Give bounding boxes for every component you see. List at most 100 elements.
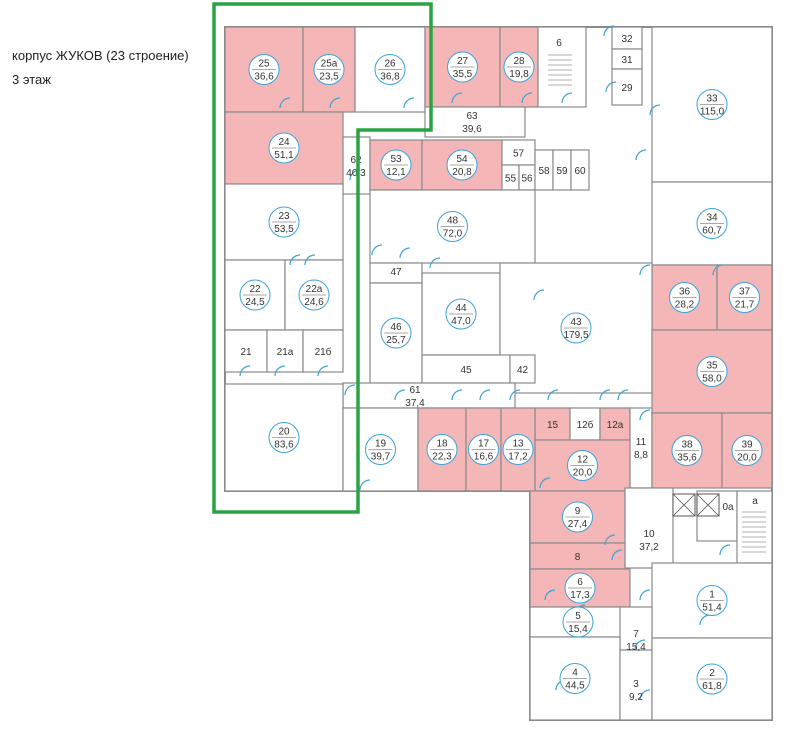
door-icon [329,97,341,109]
door-icon [599,389,611,401]
room-number: 34 [706,213,718,224]
room-label-36: 36 28,2 [669,282,700,313]
room-number: 43 [570,317,582,328]
room-label-1: 151,4 [696,585,728,616]
room-label-7: 715,4 [626,629,646,653]
room-29[interactable] [611,68,643,106]
room-area: 16,6 [474,452,494,463]
room-number: 6 [556,38,562,49]
room-area: 35,5 [453,69,473,80]
room-number: 27 [457,56,469,67]
room-number: 0а [722,502,734,513]
room-63[interactable] [424,106,526,138]
selection-layer [212,2,433,514]
room-label-34: 34 60,7 [696,208,728,239]
room-area: 20,0 [737,453,757,464]
room-18[interactable] [417,407,467,492]
room-number: 42 [517,365,529,376]
room-area: 60,7 [702,226,722,237]
door-icon [639,589,651,601]
building-title: корпус ЖУКОВ (23 строение) [12,48,189,63]
room-number: 55 [505,174,517,185]
room-label-6: 6 [556,38,562,49]
room-12[interactable] [534,439,631,492]
room-number: 21 [240,347,252,358]
room-label-32: 32 [621,34,633,45]
room-19[interactable] [342,407,419,492]
room-area: 12,1 [386,167,406,178]
room-area: 28,2 [675,300,695,311]
room-label-11: 118,8 [634,437,648,461]
room-area: 61,8 [702,681,722,692]
stairs-icon [548,54,572,86]
room-57[interactable] [501,139,536,166]
room-11[interactable] [629,407,653,489]
room-area: 37,2 [639,542,659,553]
door-icon [509,389,521,401]
room-area: 20,0 [573,468,593,479]
room-number: 19 [375,439,387,450]
room-number: 38 [681,440,693,451]
elevator-icon [672,493,696,517]
room-number: 56 [521,174,533,185]
room-label-58: 58 [538,166,550,177]
door-icon [603,25,615,37]
door-icon [547,389,559,401]
room-60[interactable] [570,149,590,191]
room-61[interactable] [342,382,516,409]
room-21[interactable] [224,329,268,373]
room-label-12b: 12б [577,419,594,431]
room-number: 44 [455,303,467,314]
room-8[interactable] [529,542,626,570]
door-icon [639,409,651,421]
door-icon [533,289,545,301]
room-7[interactable] [619,606,653,651]
room-number: 33 [706,94,718,105]
room-6[interactable] [537,26,587,108]
door-icon [403,97,415,109]
room-number: 58 [538,166,550,177]
room-number: 10 [643,529,655,540]
door-icon [561,92,573,104]
room-number: а [752,496,758,507]
door-icon [639,689,651,701]
room-42[interactable] [509,354,536,384]
room-area: 22,3 [432,452,452,463]
room-area: 23,5 [319,72,339,83]
door-icon [304,254,316,266]
room-21b[interactable] [302,329,344,373]
door-icon [604,534,616,546]
room-area: 20,8 [452,167,472,178]
room-label-15: 15 [547,420,559,431]
room-label-47: 47 [390,267,402,278]
room-number: 36 [679,287,691,298]
room-number: 18 [436,439,448,450]
door-icon [544,589,556,601]
room-number: 24 [278,137,290,148]
room-label-10: 10 37,2 [639,529,659,553]
room-21a[interactable] [266,329,304,373]
room-area: 39,7 [371,452,391,463]
room-number: 4 [572,668,578,679]
door-icon [359,479,371,491]
room-area: 24,6 [304,297,324,308]
room-label-2: 261,8 [696,663,728,695]
room-3[interactable] [619,649,653,721]
door-icon [371,244,383,256]
room-number: 7 [633,629,639,640]
door-icon [239,365,251,377]
floor-label: 3 этаж [12,72,51,87]
room-45[interactable] [421,354,511,384]
room-number: 2 [709,668,715,679]
room-10[interactable] [624,487,674,569]
